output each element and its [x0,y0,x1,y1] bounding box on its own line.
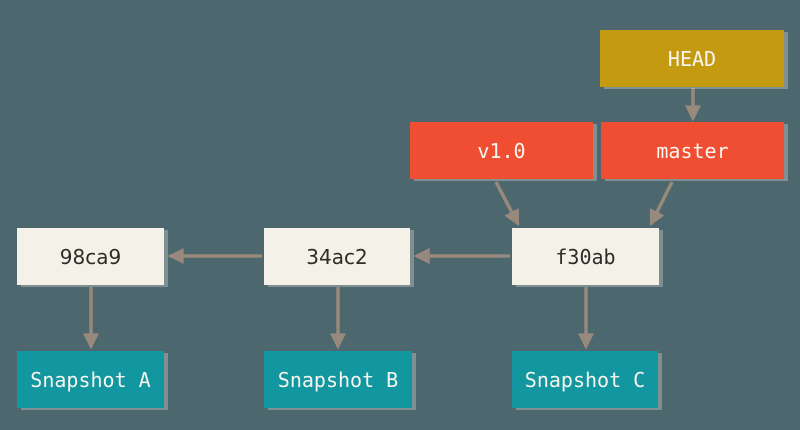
head-pointer-node: HEAD [600,30,784,87]
snapshot-a-node: Snapshot A [17,351,164,408]
snapshot-b-label: Snapshot B [277,367,399,392]
snapshot-b-node: Snapshot B [264,351,412,408]
tag-v1-0-node: v1.0 [410,122,593,179]
snapshot-a-label: Snapshot A [30,367,151,392]
tag-v1-0-label: v1.0 [477,138,526,163]
snapshot-c-label: Snapshot C [524,367,646,392]
commit-f30ab-node: f30ab [512,228,659,285]
commit-f30ab-label: f30ab [555,244,616,269]
branch-master-label: master [656,138,729,163]
commit-34ac2-node: 34ac2 [264,228,410,285]
commit-34ac2-label: 34ac2 [306,244,368,269]
commit-98ca9-node: 98ca9 [17,228,164,285]
edge-v1-0-to-f30ab [494,181,520,227]
snapshot-c-node: Snapshot C [512,351,658,408]
head-pointer-label: HEAD [667,46,717,71]
branch-master-node: master [601,122,784,179]
edge-master-to-f30ab [649,181,674,227]
commit-98ca9-label: 98ca9 [59,244,122,269]
